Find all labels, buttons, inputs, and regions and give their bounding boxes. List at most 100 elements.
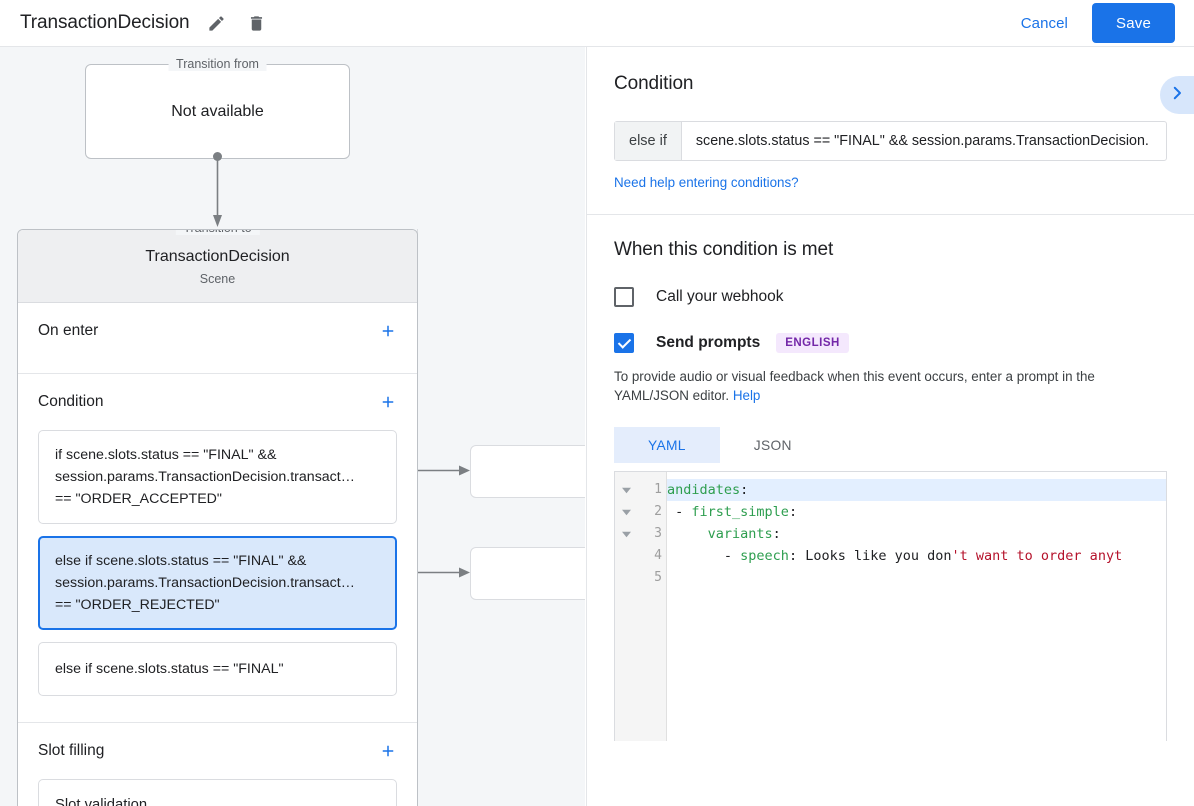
section-condition: Condition if scene.slots.status == "FINA… (18, 374, 417, 723)
when-condition-met-section: When this condition is met Call your web… (587, 215, 1194, 741)
connector-arrow-down (213, 155, 222, 227)
code-token: first_simple (691, 504, 789, 520)
top-app-bar: TransactionDecision Cancel Save (0, 0, 1194, 47)
condition-input-row: else if (614, 121, 1167, 161)
section-header-slot-filling: Slot filling (18, 723, 417, 779)
trash-icon (247, 14, 266, 33)
condition-expression-input[interactable] (681, 122, 1166, 160)
editor-line-numbers: 1 2 3 4 5 (637, 472, 667, 741)
code-token: variants (707, 526, 773, 542)
condition-line: session.params.TransactionDecision.trans… (55, 575, 355, 591)
code-token: andidates (667, 482, 741, 498)
code-token: : (788, 504, 798, 520)
tab-yaml[interactable]: YAML (614, 427, 720, 463)
transition-target-box-2[interactable] (470, 547, 585, 600)
code-token: Looks like you don (805, 548, 952, 564)
delete-button[interactable] (244, 10, 270, 36)
code-token: : (772, 526, 781, 542)
transition-from-box: Transition from Not available (85, 57, 350, 159)
plus-icon (379, 322, 397, 340)
collapse-panel-button[interactable] (1160, 76, 1194, 114)
condition-list-item[interactable]: else if scene.slots.status == "FINAL" (38, 642, 397, 696)
code-token: 't want to order anyt (951, 548, 1123, 564)
code-token: - (667, 548, 741, 564)
plus-icon (379, 742, 397, 760)
plus-icon (379, 393, 397, 411)
prompt-help-sentence: To provide audio or visual feedback when… (614, 369, 1095, 403)
code-line: variants: (667, 523, 1166, 545)
code-token: - (667, 504, 692, 520)
condition-line: == "ORDER_REJECTED" (55, 597, 220, 613)
code-token (667, 526, 708, 542)
editor-code-area[interactable]: andidates: - first_simple: variants: - s… (667, 472, 1166, 741)
add-condition-button[interactable] (377, 391, 399, 413)
call-webhook-checkbox[interactable] (614, 287, 634, 307)
section-header-condition: Condition (18, 374, 417, 430)
page-title: TransactionDecision (20, 12, 190, 33)
section-on-enter: On enter (18, 303, 417, 374)
section-title-slot-filling: Slot filling (38, 742, 105, 759)
slot-filling-label: Slot validation (55, 797, 148, 806)
code-line (667, 567, 1166, 589)
cancel-button[interactable]: Cancel (1009, 7, 1080, 40)
prompt-help-link[interactable]: Help (732, 388, 761, 403)
fold-arrow-2[interactable] (615, 501, 637, 523)
condition-line: session.params.TransactionDecision.trans… (55, 469, 355, 485)
condition-list-item-selected[interactable]: else if scene.slots.status == "FINAL" &&… (38, 536, 397, 630)
line-number: 5 (654, 570, 662, 585)
call-webhook-row: Call your webhook (614, 287, 1167, 307)
condition-prefix-label: else if (615, 122, 682, 160)
flow-canvas: Transition from Not available Transition… (0, 47, 585, 806)
condition-section: Condition else if Need help entering con… (587, 47, 1194, 215)
section-slot-filling: Slot filling Slot validation (18, 723, 417, 806)
condition-list-item[interactable]: if scene.slots.status == "FINAL" && sess… (38, 430, 397, 524)
add-on-enter-button[interactable] (377, 320, 399, 342)
condition-line: else if scene.slots.status == "FINAL" (55, 661, 284, 677)
slot-filling-list-item[interactable]: Slot validation (38, 779, 397, 806)
code-line: - first_simple: (667, 501, 1166, 523)
condition-line: else if scene.slots.status == "FINAL" && (55, 553, 307, 569)
language-badge: ENGLISH (776, 333, 849, 353)
code-token: : (740, 482, 749, 498)
line-number: 3 (654, 526, 662, 541)
code-token: speech (740, 548, 789, 564)
tab-json[interactable]: JSON (753, 437, 792, 453)
section-title-condition: Condition (38, 393, 104, 410)
when-condition-met-heading: When this condition is met (614, 239, 834, 260)
fold-arrow-1[interactable] (615, 479, 637, 501)
edit-name-button[interactable] (204, 10, 230, 36)
transition-to-legend: Transition to (175, 230, 260, 235)
line-number: 2 (654, 504, 662, 519)
chevron-right-icon (1168, 84, 1186, 107)
transition-from-legend: Transition from (168, 57, 267, 71)
transition-from-value: Not available (171, 102, 264, 120)
condition-line: if scene.slots.status == "FINAL" && (55, 447, 277, 463)
scene-header[interactable]: TransactionDecision Scene (18, 230, 417, 303)
condition-panel-title: Condition (614, 73, 694, 94)
condition-detail-panel: Condition else if Need help entering con… (586, 47, 1194, 806)
line-number: 1 (654, 482, 662, 497)
editor-fold-column (615, 472, 637, 741)
code-line: andidates: (667, 479, 1166, 501)
scene-type: Scene (199, 272, 236, 286)
save-button[interactable]: Save (1092, 3, 1175, 43)
scene-card: Transition to TransactionDecision Scene … (17, 229, 418, 806)
code-token: : (788, 548, 806, 564)
code-editor[interactable]: 1 2 3 4 5 andidates: - first_simple: var… (614, 471, 1167, 741)
section-title-on-enter: On enter (38, 322, 99, 339)
condition-line: == "ORDER_ACCEPTED" (55, 491, 222, 507)
send-prompts-checkbox[interactable] (614, 333, 634, 353)
call-webhook-label: Call your webhook (656, 288, 784, 305)
line-number: 4 (654, 548, 662, 563)
add-slot-filling-button[interactable] (377, 740, 399, 762)
transition-target-box-1[interactable] (470, 445, 585, 498)
pencil-icon (207, 14, 226, 33)
fold-arrow-3[interactable] (615, 523, 637, 545)
section-header-on-enter: On enter (18, 303, 417, 359)
prompt-help-text: To provide audio or visual feedback when… (614, 367, 1167, 405)
code-line: - speech: Looks like you don't want to o… (667, 545, 1166, 567)
need-help-conditions-link[interactable]: Need help entering conditions? (614, 175, 799, 190)
send-prompts-row: Send prompts ENGLISH (614, 333, 1167, 353)
send-prompts-label: Send prompts (656, 334, 761, 351)
editor-format-tabs: YAML JSON (614, 427, 1167, 463)
